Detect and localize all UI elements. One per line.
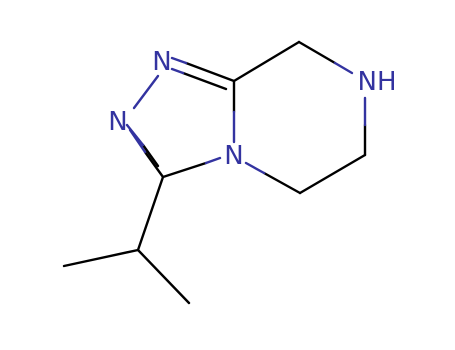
bonds-nitrogen-side [125, 56, 367, 175]
bond-n1-c8a-double [181, 71, 228, 91]
bond-n1-c8a [184, 61, 236, 83]
bond-n1-c8a-nside [170, 56, 188, 65]
bond-c8-n7 [297, 40, 337, 65]
bond-n1-n2 [132, 74, 160, 110]
atom-n4-label: N [224, 141, 243, 171]
atom-labels: N N N NH [108, 47, 396, 171]
bonds [62, 40, 367, 305]
bond-c6-c5 [298, 153, 367, 195]
atom-n2-label: N [108, 107, 127, 137]
bond-n1-c8a-double-nside [170, 67, 185, 75]
bond-c8a-c8 [232, 40, 301, 83]
bond-c3-n2 [143, 150, 165, 179]
bond-ch-me1 [62, 248, 140, 268]
bond-n7-c8-nside [333, 61, 354, 75]
bond-n4-c3 [161, 161, 208, 179]
atom-n1-label: N [152, 47, 171, 77]
bond-c5-n4 [262, 171, 302, 195]
bond-ch-me2 [136, 248, 191, 305]
bond-c3-ch [136, 175, 165, 252]
bond-n4-c3-nside [204, 156, 222, 165]
bond-c3-n2-double [141, 143, 160, 168]
bond-n4-c5-nside [244, 161, 266, 175]
bond-n2-c3-double-nside [125, 123, 145, 147]
atom-nh-label: NH [358, 67, 397, 97]
